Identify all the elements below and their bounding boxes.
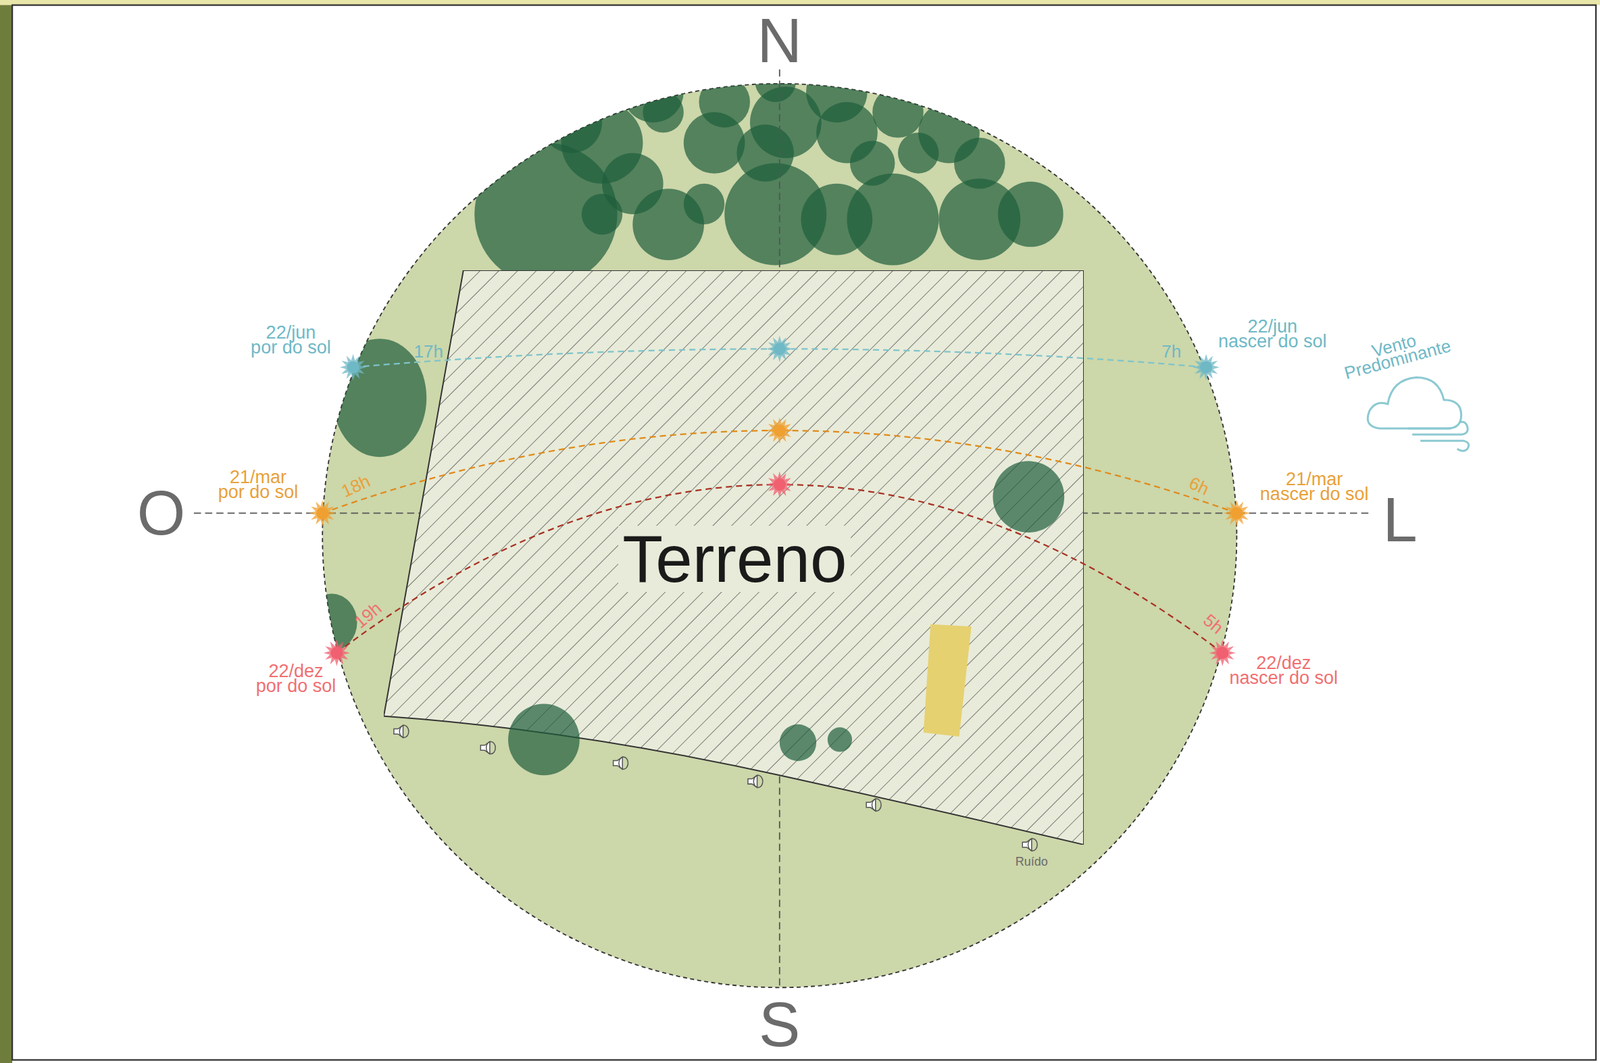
tree <box>683 183 725 225</box>
tree <box>622 61 684 123</box>
hour-label: 17h <box>414 344 444 359</box>
sun-icon <box>309 500 336 527</box>
hour-label: 7h <box>1161 344 1182 359</box>
sun-label: 21/mar por do sol <box>218 469 299 500</box>
noise-icon <box>866 798 882 811</box>
tree <box>897 132 939 173</box>
noise-icon <box>747 775 763 788</box>
sun-label: 21/mar nascer do sol <box>1260 471 1369 502</box>
noise-icon <box>1022 838 1038 851</box>
tree <box>850 140 895 186</box>
edge-strip <box>0 0 13 1063</box>
tree <box>540 91 603 154</box>
noise-icon <box>393 725 409 738</box>
tree <box>332 338 427 457</box>
sun-icon <box>1192 354 1219 381</box>
sun-icon <box>1223 500 1250 527</box>
sun-icon <box>323 639 350 667</box>
sun-icon <box>1209 639 1236 667</box>
noise-icon <box>480 741 496 754</box>
tree <box>846 173 939 266</box>
sun-label: 22/dez por do sol <box>256 663 337 694</box>
tree <box>997 181 1064 248</box>
compass-letter: N <box>757 15 803 67</box>
sun-label: 22/jun nascer do sol <box>1218 318 1328 349</box>
tree <box>306 593 358 652</box>
sun-icon <box>339 354 367 381</box>
tree <box>954 137 1006 189</box>
tree <box>872 86 924 138</box>
sun-label: 22/dez nascer do sol <box>1229 655 1339 686</box>
frame <box>12 5 1596 1061</box>
tree <box>581 193 623 235</box>
cloud-icon <box>1367 377 1469 452</box>
site-plot: Terreno <box>383 270 1084 845</box>
compass-letter: O <box>137 487 186 539</box>
tree <box>736 124 794 182</box>
noise-icon <box>613 756 629 769</box>
compass-letter: S <box>758 999 800 1050</box>
tree <box>698 76 750 128</box>
tree <box>806 61 868 123</box>
compass-letter: L <box>1382 494 1417 546</box>
noise-label: Ruído <box>1015 856 1048 867</box>
plot-shape <box>383 270 1084 845</box>
plot-title: Terreno <box>618 525 851 592</box>
tree <box>755 61 796 103</box>
sun-label: 22/jun por do sol <box>250 325 332 355</box>
